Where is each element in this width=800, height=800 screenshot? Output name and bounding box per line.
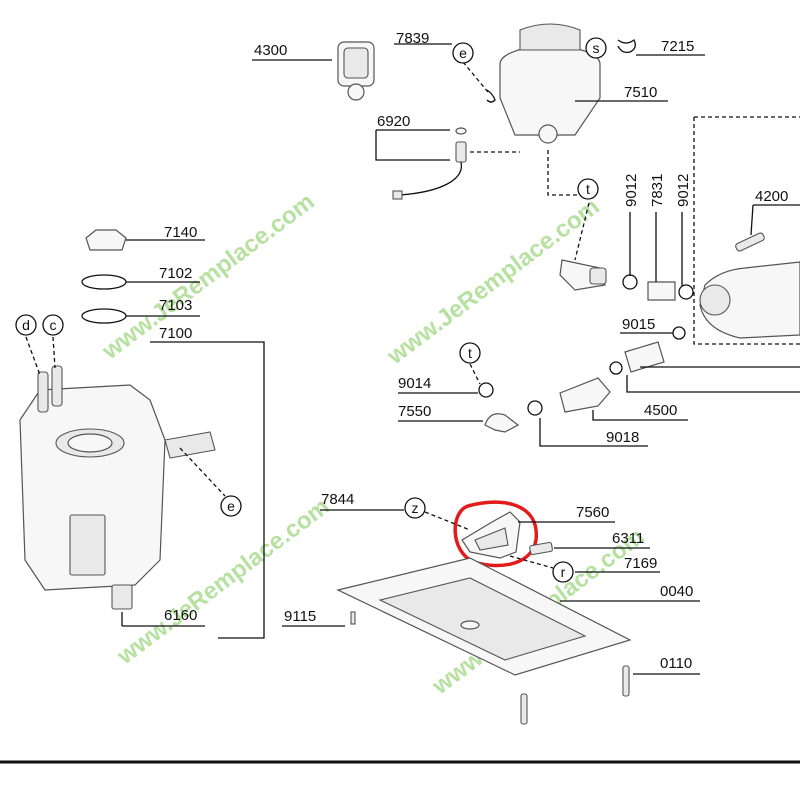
part-6311-drawing: [529, 541, 553, 556]
part-6920-drawing: [392, 127, 467, 200]
part-7839-drawing: [486, 89, 496, 103]
part-7103-drawing: [81, 308, 127, 324]
part-label-7844: 7844: [321, 491, 354, 508]
connector-e-mid: e: [220, 495, 242, 517]
part-label-7550: 7550: [398, 403, 431, 420]
highlight-circle-7560: [453, 500, 538, 568]
connector-letter: e: [459, 45, 467, 61]
part-9015-drawing: [672, 326, 686, 340]
part-0110b-drawing: [520, 693, 528, 725]
connector-circles: e s t d c t e z: [15, 37, 607, 583]
part-label-6920: 6920: [377, 113, 410, 130]
part-sump-connector-drawing: [559, 259, 607, 291]
watermark-text: www.JeRemplace.com: [97, 188, 320, 365]
part-4200-drawing: [699, 232, 800, 339]
part-4300-drawing: [337, 41, 375, 101]
connector-letter: e: [227, 498, 235, 514]
part-7550-drawing: [484, 413, 520, 433]
part-7560-drawing: [461, 511, 521, 559]
connector-e-top: e: [452, 42, 474, 64]
connector-t-mid: t: [459, 342, 481, 364]
connector-c: c: [42, 314, 64, 336]
part-label-7102: 7102: [159, 265, 192, 282]
connector-z: z: [404, 497, 426, 519]
part-label-9115: 9115: [284, 608, 316, 625]
part-label-7510: 7510: [624, 84, 657, 101]
part-label-9018: 9018: [606, 429, 639, 446]
part-label-9012b: 9012: [675, 174, 692, 207]
connector-t-top: t: [577, 178, 599, 200]
part-9012b-drawing: [678, 284, 694, 300]
part-label-6311: 6311: [612, 530, 644, 547]
part-7215-drawing: [617, 39, 636, 54]
part-label-7100: 7100: [159, 325, 192, 342]
part-label-9012a: 9012: [623, 174, 640, 207]
part-7100-drawing: [19, 365, 216, 610]
part-7831-drawing: [647, 281, 676, 301]
connector-letter: z: [412, 500, 419, 516]
part-9014-drawing: [478, 382, 494, 398]
part-label-7103: 7103: [159, 297, 192, 314]
part-label-0110: 0110: [660, 655, 692, 672]
part-label-7560: 7560: [576, 504, 609, 521]
part-label-4300: 4300: [254, 42, 287, 59]
connector-letter: t: [586, 181, 590, 197]
pump-group-dashed-box: [693, 116, 800, 345]
part-label-7215: 7215: [661, 38, 694, 55]
part-7140-drawing: [85, 229, 127, 251]
part-4500-drawing: [527, 341, 665, 416]
part-label-7140: 7140: [164, 224, 197, 241]
part-0110a-drawing: [622, 665, 630, 697]
part-label-4200: 4200: [755, 188, 788, 205]
leader-lines: [0, 43, 800, 764]
part-label-7169: 7169: [624, 555, 657, 572]
connector-d: d: [15, 314, 37, 336]
part-0040-drawing: [336, 557, 632, 676]
part-9012a-drawing: [622, 274, 638, 290]
part-labels: 4300 7839 7215 7510 6920 9012 7831 9012 …: [159, 30, 788, 672]
connector-letter: c: [50, 317, 57, 333]
part-label-7839: 7839: [396, 30, 429, 47]
part-label-9014: 9014: [398, 375, 431, 392]
part-7510-drawing: [499, 23, 601, 144]
part-label-6160: 6160: [164, 607, 197, 624]
part-label-7831: 7831: [649, 174, 666, 207]
part-7102-drawing: [81, 274, 127, 290]
part-label-0040: 0040: [660, 583, 693, 600]
part-label-4500: 4500: [644, 402, 677, 419]
connector-r: r: [552, 561, 574, 583]
connector-letter: r: [561, 564, 566, 580]
connector-letter: d: [22, 317, 30, 333]
connector-letter: s: [593, 40, 600, 56]
connector-s-top: s: [585, 37, 607, 59]
part-9115-drawing: [350, 611, 356, 625]
connector-letter: t: [468, 345, 472, 361]
part-label-9015: 9015: [622, 316, 655, 333]
